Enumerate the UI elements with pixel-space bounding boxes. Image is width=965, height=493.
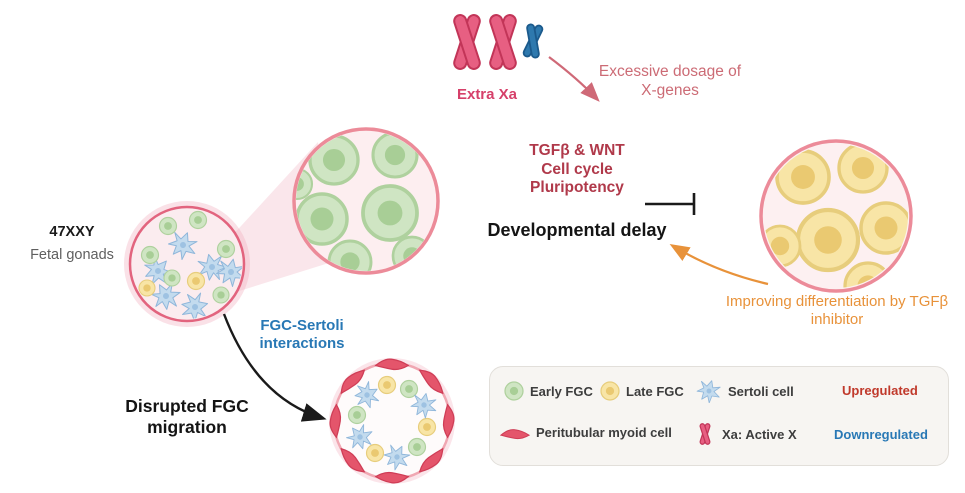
blue-chromosome-icon	[521, 21, 545, 61]
x-chromosome-icon	[487, 12, 519, 72]
legend-item-xa: Xa: Active X	[694, 421, 797, 447]
legend-item-downregulated: Downregulated	[834, 427, 928, 442]
early-fgc-zoom-circle	[292, 127, 440, 275]
karyotype-label: 47XXY	[49, 224, 95, 240]
legend-label-late-fgc: Late FGC	[626, 383, 684, 399]
legend-item-late-fgc: Late FGC	[600, 381, 684, 401]
disrupted-fgc-migration-label: Disrupted FGC migration	[125, 396, 249, 438]
excessive-dosage-label: Excessive dosage of X-genes	[598, 63, 742, 100]
x-chromosome-icon	[451, 12, 483, 72]
late-fgc-circle	[759, 139, 913, 293]
legend-item-myoid: Peritubular myoid cell	[500, 425, 672, 440]
pathway-cell-cycle: Cell cycle	[541, 160, 613, 178]
fetal-gonad-circle	[124, 201, 250, 327]
legend-label-early-fgc: Early FGC	[530, 383, 593, 399]
peritubular-myoid-cell-icon	[500, 428, 530, 439]
extra-xa-label: Extra Xa	[456, 86, 518, 103]
legend-label-myoid: Peritubular myoid cell	[536, 425, 672, 440]
developmental-delay-label: Developmental delay	[487, 220, 667, 240]
migration-arrow	[222, 313, 327, 422]
dosage-arrow	[548, 56, 600, 102]
legend-item-early-fgc: Early FGC	[504, 381, 593, 401]
sertoli-cell-icon	[696, 379, 722, 403]
xa-chromosome-icon	[698, 422, 712, 446]
improving-differentiation-label: Improving differentiation by TGFβ inhibi…	[725, 293, 949, 329]
late-fgc-icon	[600, 381, 620, 401]
legend-label-xa: Xa: Active X	[722, 426, 797, 442]
legend-item-upregulated: Upregulated	[842, 383, 918, 398]
tissue-label: Fetal gonads	[30, 247, 114, 263]
inhibition-bar	[645, 193, 696, 215]
legend-box: Early FGC Late FGC Sertoli cell Upregula…	[489, 366, 949, 466]
legend-label-sertoli: Sertoli cell	[728, 383, 794, 399]
early-fgc-icon	[504, 381, 524, 401]
pathway-pluripotency: Pluripotency	[530, 179, 624, 197]
legend-label-upregulated: Upregulated	[842, 383, 918, 398]
pathway-tgfb-wnt: TGFβ & WNT	[529, 142, 625, 159]
legend-label-downregulated: Downregulated	[834, 427, 928, 442]
pathway-block: TGFβ & WNT Cell cycle Pluripotency	[497, 142, 657, 198]
differentiation-arrow	[669, 243, 769, 286]
disrupted-migration-circle	[329, 358, 455, 484]
legend-item-sertoli: Sertoli cell	[696, 379, 794, 403]
fgc-sertoli-interactions-label: FGC-Sertoli interactions	[259, 317, 345, 353]
